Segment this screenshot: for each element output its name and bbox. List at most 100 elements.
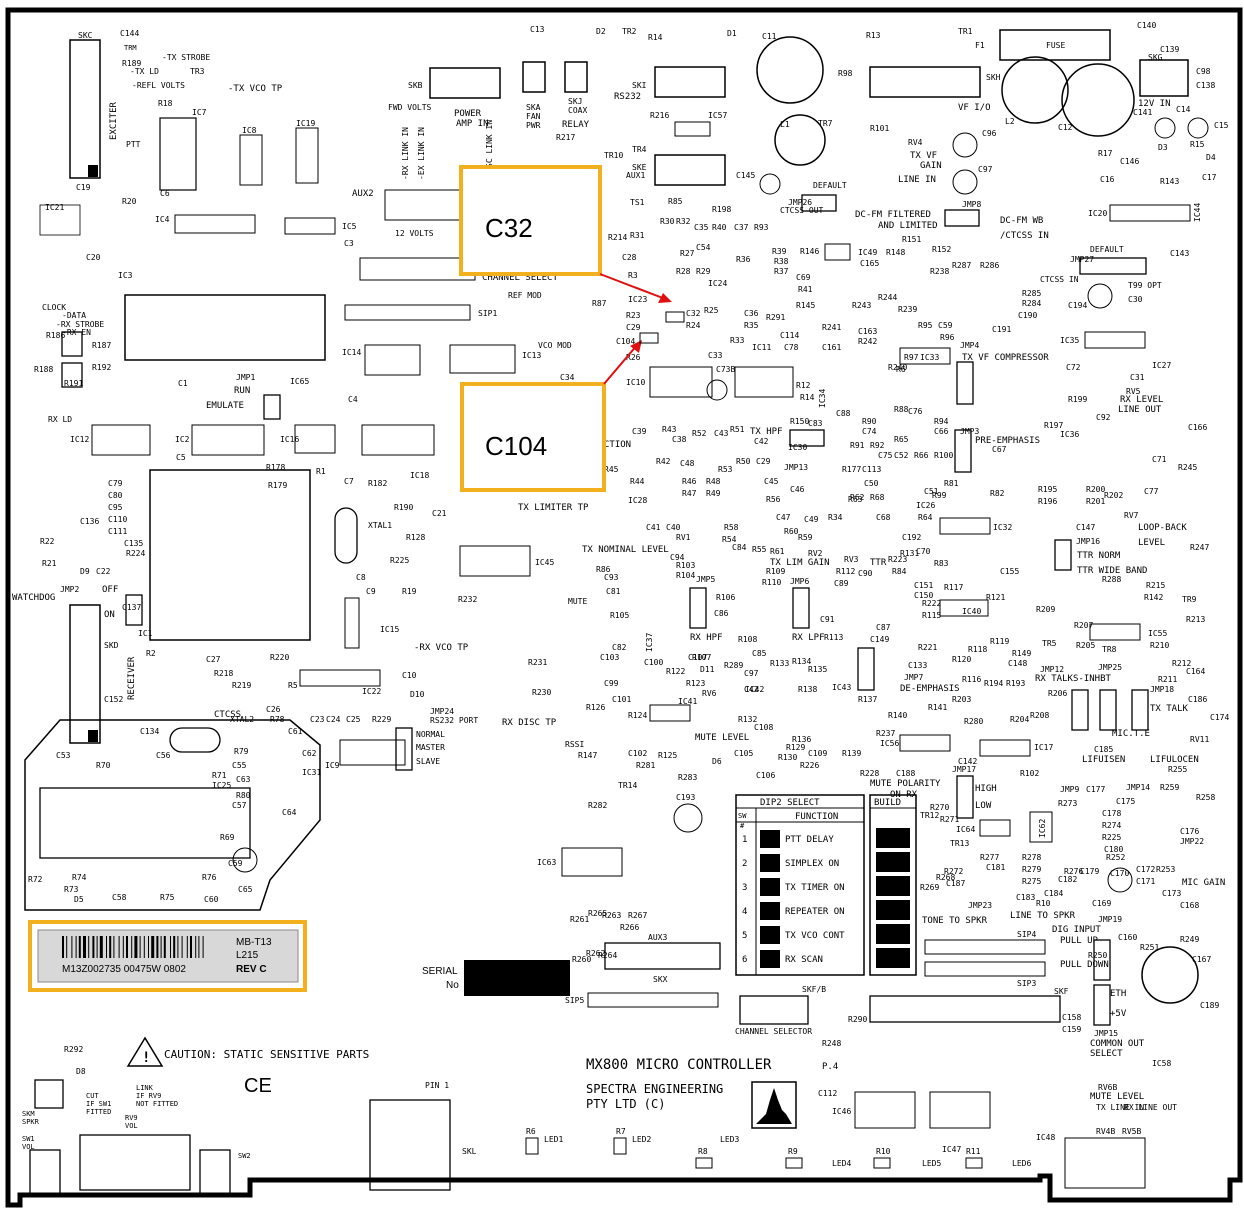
designator-r143: R143 — [1160, 177, 1179, 186]
designator-tr12: TR12 — [920, 811, 939, 820]
designator-c96: C96 — [982, 129, 997, 138]
svg-text:CLOCK: CLOCK — [42, 303, 66, 312]
designator-c94: C94 — [670, 553, 685, 562]
svg-text:DC-FM WB: DC-FM WB — [1000, 216, 1043, 226]
spectra-logo-icon — [751, 1081, 797, 1129]
svg-text:LIFUISEN: LIFUISEN — [1082, 755, 1125, 765]
designator-r191: R191 — [64, 379, 83, 388]
svg-text:-DATA: -DATA — [62, 311, 86, 320]
svg-text:C11: C11 — [762, 32, 777, 41]
chip-ic18: IC18 — [361, 424, 435, 480]
svg-text:PWR: PWR — [526, 121, 541, 130]
svg-text:IC45: IC45 — [535, 558, 554, 567]
svg-text:TX NOMINAL LEVEL: TX NOMINAL LEVEL — [582, 545, 669, 555]
barcode-bar — [126, 936, 128, 958]
designator-rv4b: RV4B — [1096, 1127, 1115, 1136]
designator-c39: C39 — [632, 427, 647, 436]
designator-r194: R194 — [984, 679, 1003, 688]
designator-r286: R286 — [980, 261, 999, 270]
designator-r196: R196 — [1038, 497, 1057, 506]
designator-c48: C48 — [680, 459, 695, 468]
designator-r177: R177 — [842, 465, 861, 474]
barcode-bar — [71, 936, 73, 958]
callout-c104: C104 — [460, 340, 642, 492]
designator-r51: R51 — [730, 425, 745, 434]
svg-text:IC44: IC44 — [1193, 203, 1202, 222]
designator-r249: R249 — [1180, 935, 1199, 944]
designator-r1: R1 — [316, 467, 326, 476]
designator-r245: R245 — [1178, 463, 1197, 472]
dip-switch-block — [760, 878, 780, 896]
designator-c146: C146 — [1120, 157, 1139, 166]
barcode-bar — [143, 936, 145, 958]
designator-c85: C85 — [752, 649, 767, 658]
ce-mark: CE — [244, 1075, 272, 1097]
designator-r35: R35 — [744, 321, 759, 330]
designator-c35: C35 — [694, 223, 709, 232]
svg-text:SIP5: SIP5 — [565, 996, 584, 1005]
designator-r193: R193 — [1006, 679, 1025, 688]
designator-r232: R232 — [458, 595, 477, 604]
designator-d11: D11 — [700, 665, 715, 674]
svg-text:IC3: IC3 — [118, 271, 133, 280]
svg-text:CHANNEL SELECTOR: CHANNEL SELECTOR — [735, 1027, 812, 1036]
svg-text:C12: C12 — [1058, 123, 1073, 132]
connector-ska: SKA FAN PWR — [522, 61, 546, 130]
designator-c160: C160 — [1118, 933, 1137, 942]
designator-c22: C22 — [96, 567, 111, 576]
svg-text:IC58: IC58 — [1152, 1059, 1171, 1068]
designator-r34: R34 — [828, 513, 843, 522]
connector-ske: SKE AUX1 — [626, 154, 726, 186]
designator-c21: C21 — [432, 509, 447, 518]
designator-r109: R109 — [766, 567, 785, 576]
designator-r140: R140 — [888, 711, 907, 720]
designator-r63: R63 — [848, 495, 863, 504]
designator-r135: R135 — [808, 665, 827, 674]
designator-c8: C8 — [356, 573, 366, 582]
designator-r276: R276 — [1064, 867, 1083, 876]
svg-text:SW: SW — [738, 812, 747, 820]
designator-f1: F1 — [975, 41, 985, 50]
designator-r94: R94 — [934, 417, 949, 426]
connector-ski: SKI RS232 — [614, 66, 726, 102]
svg-text:LEVEL: LEVEL — [1138, 538, 1165, 548]
svg-text:REF MOD: REF MOD — [508, 291, 542, 300]
designator-r78: R78 — [270, 715, 285, 724]
svg-text:IC35: IC35 — [1060, 336, 1079, 345]
designator-c176: C176 — [1180, 827, 1199, 836]
barcode-bar — [148, 936, 149, 958]
designator-c93: C93 — [604, 573, 619, 582]
barcode-bar — [177, 936, 179, 958]
chip-ic44: IC44 — [1193, 203, 1202, 222]
designator-jmp14: JMP14 — [1126, 783, 1150, 792]
svg-text:RX HPF: RX HPF — [690, 633, 723, 643]
dip-row-function: PTT DELAY — [785, 835, 834, 845]
designator-r32: R32 — [676, 217, 691, 226]
svg-text:SW1: SW1 — [22, 1135, 35, 1143]
chip-ic3: IC3 — [118, 271, 326, 361]
chip-ic31: IC31 — [302, 768, 321, 777]
svg-text:IC27: IC27 — [1152, 361, 1171, 370]
designator-r260: R260 — [572, 955, 591, 964]
svg-text:MUTE LEVEL: MUTE LEVEL — [695, 733, 749, 743]
svg-text:SLAVE: SLAVE — [416, 757, 440, 766]
svg-text:TX TALK: TX TALK — [1150, 704, 1189, 714]
designator-r210: R210 — [1150, 641, 1169, 650]
designator-r87: R87 — [592, 299, 607, 308]
svg-text:DIG INPUT: DIG INPUT — [1052, 925, 1101, 935]
designator-r70: R70 — [96, 761, 111, 770]
designator-r123: R123 — [686, 679, 705, 688]
designator-d9: D9 — [80, 567, 90, 576]
designator-c97b: C97 — [744, 669, 759, 678]
chip-ic21: IC21 — [39, 203, 81, 236]
svg-text:IF SW1: IF SW1 — [86, 1100, 111, 1108]
svg-text:IC62: IC62 — [1038, 819, 1047, 838]
svg-text:IC26: IC26 — [916, 501, 935, 510]
designator-c177: C177 — [1086, 785, 1105, 794]
svg-text:/CTCSS IN: /CTCSS IN — [1000, 231, 1049, 241]
svg-text:AUX2: AUX2 — [352, 189, 374, 199]
crystal-xtal1 — [334, 507, 358, 564]
designator-r20: R20 — [122, 197, 137, 206]
designator-jmp27: JMP27 — [1070, 255, 1094, 264]
dip-row-number: 1 — [742, 835, 747, 845]
